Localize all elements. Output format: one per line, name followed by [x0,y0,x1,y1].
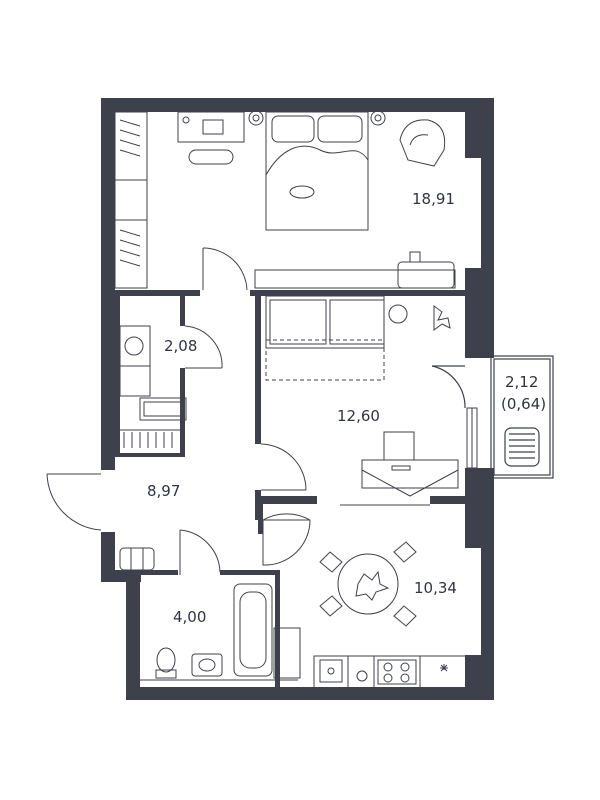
doors [46,247,311,575]
balcony-area: 2,12 [505,373,539,391]
balcony [431,355,554,479]
balcony-reduced-area: (0,64) [501,395,547,413]
hall-area: 8,97 [147,482,181,500]
windows [466,157,493,657]
walls [101,98,494,700]
kitchen-area: 10,34 [414,579,457,597]
bathroom-area: 4,00 [173,608,207,626]
bedroom-area: 18,91 [412,190,455,208]
furniture [114,110,467,689]
storage-area: 2,08 [164,337,198,355]
living-area: 12,60 [337,407,380,425]
